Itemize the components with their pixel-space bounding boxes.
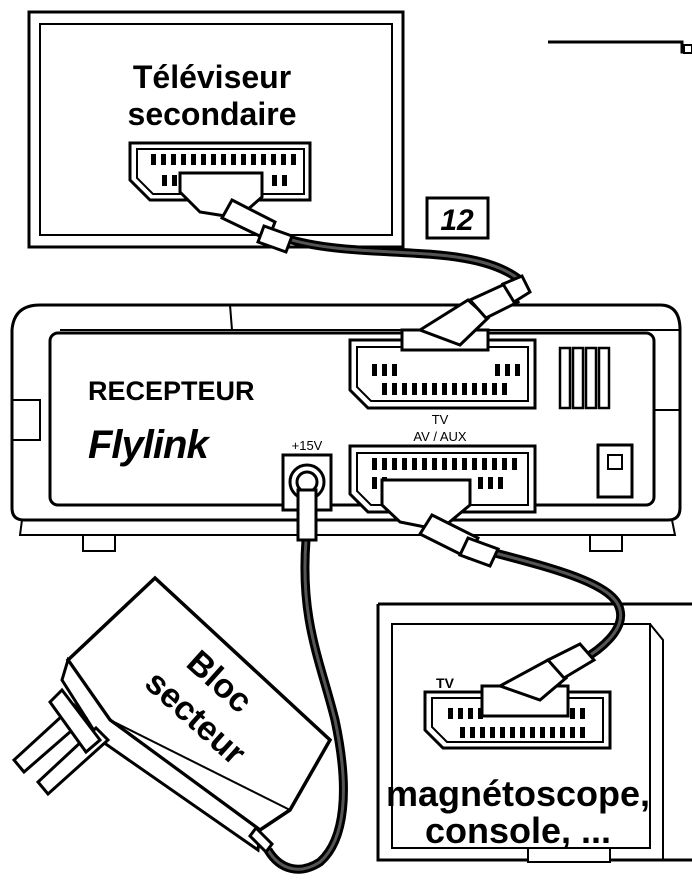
receiver-power-port-label: +15V [292, 438, 323, 453]
receiver-vents [558, 346, 611, 410]
power-cable [264, 488, 348, 874]
receiver: RECEPTEUR Flylink [10, 303, 682, 552]
tv-title-line1: Téléviseur [133, 59, 291, 95]
step-number-badge: 12 [425, 196, 490, 240]
vcr-port-tv-label: TV [436, 675, 455, 691]
scart-plug-vcr-end [480, 642, 597, 718]
receiver-port-av-aux-label: AV / AUX [413, 429, 467, 444]
scart-cable-tv [178, 171, 532, 352]
scart-plug-receiver-av-end [380, 478, 501, 568]
vcr-title-line2: console, ... [425, 810, 611, 851]
step-number: 12 [440, 204, 474, 237]
power-adapter: Bloc secteur [11, 575, 333, 855]
secondary-tv: Téléviseur secondaire [27, 10, 405, 249]
vcr-title-line1: magnétoscope, [386, 773, 650, 814]
partial-device-top-right [548, 40, 692, 54]
tv-title-line2: secondaire [128, 96, 297, 132]
power-adapter-prongs [11, 687, 111, 797]
receiver-brand: Flylink [88, 423, 210, 467]
receiver-power-switch [596, 443, 634, 499]
receiver-label: RECEPTEUR [88, 376, 255, 406]
scart-plug-receiver-tv-end [400, 274, 532, 352]
scart-plug-tv-end [178, 171, 294, 254]
scart-cable-vcr [380, 478, 626, 718]
receiver-port-tv-label: TV [432, 412, 449, 427]
vcr-device: TV magnétoscope, console, ... [376, 602, 692, 863]
receiver-tv-scart [348, 338, 537, 410]
